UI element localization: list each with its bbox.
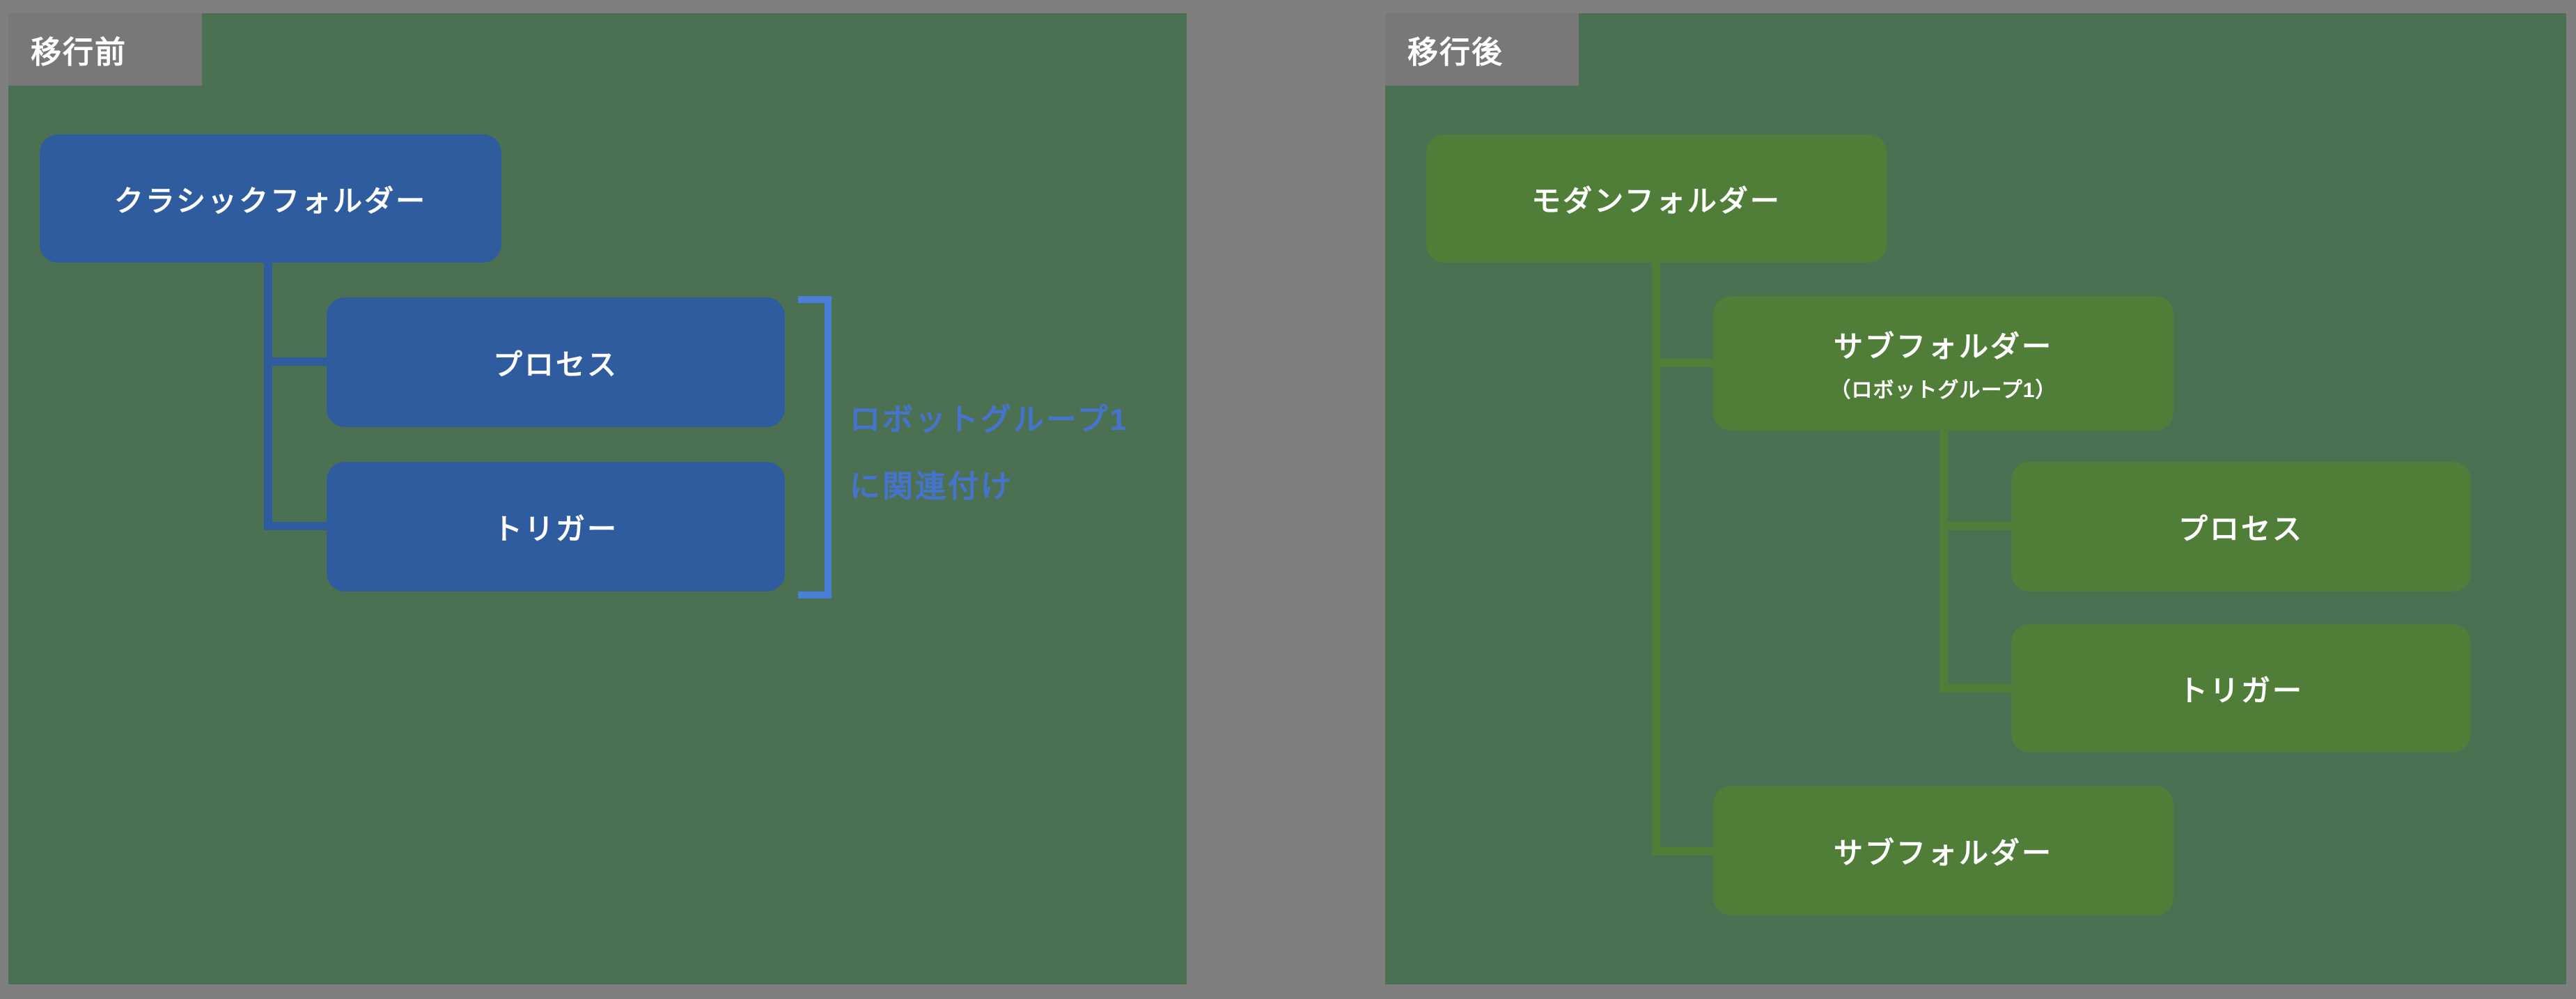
process-box-before: プロセス <box>327 297 785 427</box>
bracket-bottom-arm <box>798 591 832 598</box>
classic-folder-box: クラシックフォルダー <box>40 134 501 263</box>
annotation-line2: に関連付け <box>850 470 1013 504</box>
bracket-vertical <box>825 296 832 598</box>
subfolder2-box: サブフォルダー <box>1713 786 2173 915</box>
trigger-label-before: トリガー <box>492 512 618 545</box>
subfolder1-sublabel: （ロボットグループ1） <box>1829 379 2057 402</box>
bracket-top-arm <box>798 296 832 303</box>
trigger-label-after: トリガー <box>2178 674 2304 707</box>
before-tree-vertical-line <box>264 263 272 530</box>
after-tab-label: 移行後 <box>1385 13 1579 86</box>
after-tree-vertical-line-1 <box>1652 263 1660 855</box>
modern-folder-box: モダンフォルダー <box>1426 134 1887 263</box>
subfolder1-box: サブフォルダー （ロボットグループ1） <box>1713 296 2173 431</box>
annotation-robot-group: ロボットグループ1 に関連付け <box>850 387 1129 520</box>
before-tab-label: 移行前 <box>8 13 202 86</box>
process-label-after: プロセス <box>2178 512 2304 545</box>
trigger-box-after: トリガー <box>2011 624 2471 752</box>
process-box-after: プロセス <box>2011 462 2471 591</box>
after-branch-process-line <box>1939 522 2011 530</box>
subfolder1-label: サブフォルダー <box>1833 330 2053 363</box>
subfolder2-label: サブフォルダー <box>1833 836 2053 869</box>
modern-folder-label: モダンフォルダー <box>1531 184 1781 217</box>
after-branch-subfolder1-line <box>1652 359 1713 367</box>
classic-folder-label: クラシックフォルダー <box>114 184 428 217</box>
trigger-box-before: トリガー <box>327 462 785 591</box>
before-branch-process-line <box>264 357 327 366</box>
after-branch-trigger-line <box>1939 684 2011 692</box>
annotation-line1: ロボットグループ1 <box>850 403 1129 437</box>
before-panel: 移行前 クラシックフォルダー プロセス トリガー ロボットグループ1 に関連付け <box>8 13 1187 984</box>
after-panel: 移行後 モダンフォルダー サブフォルダー （ロボットグループ1） プロセス トリ… <box>1385 13 2566 984</box>
after-tree-vertical-line-2 <box>1939 431 1948 692</box>
process-label-before: プロセス <box>492 348 618 381</box>
before-branch-trigger-line <box>264 522 327 530</box>
after-branch-subfolder2-line <box>1652 847 1713 855</box>
